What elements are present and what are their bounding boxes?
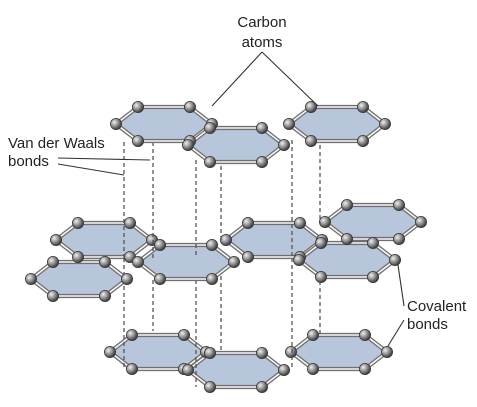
carbon-atom: [205, 272, 218, 285]
hexagon-ring: [31, 262, 127, 296]
carbon-atom: [126, 328, 139, 341]
carbon-atom: [241, 250, 254, 263]
hexagon-ring: [188, 128, 284, 162]
carbon-atom: [306, 328, 319, 341]
leader-line-covalent-upper: [397, 264, 405, 307]
carbon-atom: [255, 122, 268, 135]
carbon-atom: [219, 233, 232, 246]
carbon-atom: [292, 253, 305, 266]
carbon-atom: [47, 289, 60, 302]
carbon-atom: [293, 216, 306, 229]
label-covalent-bonds-line2: bonds: [407, 316, 448, 333]
van-der-waals-bonds-lower: [123, 258, 321, 387]
carbon-atom: [203, 122, 216, 135]
hexagon-ring: [299, 243, 395, 277]
carbon-atom: [153, 238, 166, 251]
carbon-atom: [284, 345, 297, 358]
hexagon-ring: [289, 107, 385, 141]
carbon-atom: [340, 198, 353, 211]
carbon-atom: [181, 138, 194, 151]
carbon-atom: [277, 363, 290, 376]
carbon-atom: [356, 134, 369, 147]
label-van-der-waals-line2: bonds: [8, 153, 49, 170]
carbon-atom: [277, 138, 290, 151]
carbon-atom: [356, 101, 369, 114]
leader-line-vdw-lower: [57, 163, 125, 176]
carbon-atom: [358, 328, 371, 341]
label-carbon-atoms-line1: Carbon: [237, 14, 286, 31]
hexagon-ring: [188, 353, 284, 387]
label-van-der-waals-line1: Van der Waals: [8, 135, 105, 152]
carbon-atom: [366, 270, 379, 283]
carbon-atom: [388, 253, 401, 266]
carbon-atom: [47, 255, 60, 268]
carbon-atom: [183, 101, 196, 114]
hexagon-ring: [291, 335, 387, 369]
leader-line-covalent-lower: [387, 319, 405, 347]
carbon-atom: [241, 216, 254, 229]
carbon-atom: [205, 238, 218, 251]
hexagon-ring: [110, 335, 206, 369]
middle-graphene-layer: [24, 198, 427, 302]
carbon-atom: [131, 134, 144, 147]
hexagon-ring: [325, 205, 421, 239]
carbon-atom: [131, 255, 144, 268]
carbon-atom: [306, 362, 319, 375]
hexagon-ring: [56, 223, 152, 257]
carbon-atom: [380, 345, 393, 358]
label-leader-lines: [57, 51, 405, 347]
carbon-atom: [99, 289, 112, 302]
carbon-atom: [203, 346, 216, 359]
hexagon-ring: [116, 107, 212, 141]
carbon-atom: [110, 118, 123, 131]
carbon-atom: [255, 155, 268, 168]
carbon-atom: [304, 134, 317, 147]
carbon-atom: [414, 215, 427, 228]
carbon-atom: [203, 155, 216, 168]
carbon-atom: [24, 272, 37, 285]
carbon-atom: [392, 232, 405, 245]
carbon-atom: [126, 362, 139, 375]
carbon-atom: [121, 272, 134, 285]
hexagon-ring: [226, 223, 322, 257]
carbon-atom: [340, 232, 353, 245]
leader-line-carbon-left: [211, 51, 263, 107]
carbon-atom: [203, 380, 216, 393]
carbon-atom: [255, 380, 268, 393]
leader-line-carbon-right: [261, 51, 319, 107]
carbon-atom: [282, 118, 295, 131]
carbon-atom: [104, 345, 117, 358]
carbon-atom: [50, 233, 63, 246]
carbon-atom: [358, 362, 371, 375]
top-graphene-layer: [110, 101, 391, 168]
hexagon-ring: [138, 245, 234, 279]
carbon-atom: [378, 118, 391, 131]
carbon-atom: [72, 216, 85, 229]
carbon-atom: [177, 328, 190, 341]
carbon-atom: [366, 236, 379, 249]
carbon-atom: [255, 346, 268, 359]
carbon-atom: [314, 270, 327, 283]
carbon-atom: [304, 101, 317, 114]
carbon-atom: [153, 272, 166, 285]
carbon-atom: [124, 216, 137, 229]
label-carbon-atoms-line2: atoms: [242, 34, 283, 51]
carbon-atom: [227, 255, 240, 268]
carbon-atom: [314, 236, 327, 249]
carbon-atom: [392, 198, 405, 211]
carbon-atom: [181, 363, 194, 376]
label-covalent-bonds-line1: Covalent: [407, 298, 467, 315]
carbon-atom: [72, 250, 85, 263]
bottom-graphene-layer: [104, 328, 393, 393]
carbon-atom: [131, 101, 144, 114]
leader-line-vdw-upper: [57, 157, 151, 161]
carbon-atom: [318, 215, 331, 228]
carbon-atom: [99, 255, 112, 268]
